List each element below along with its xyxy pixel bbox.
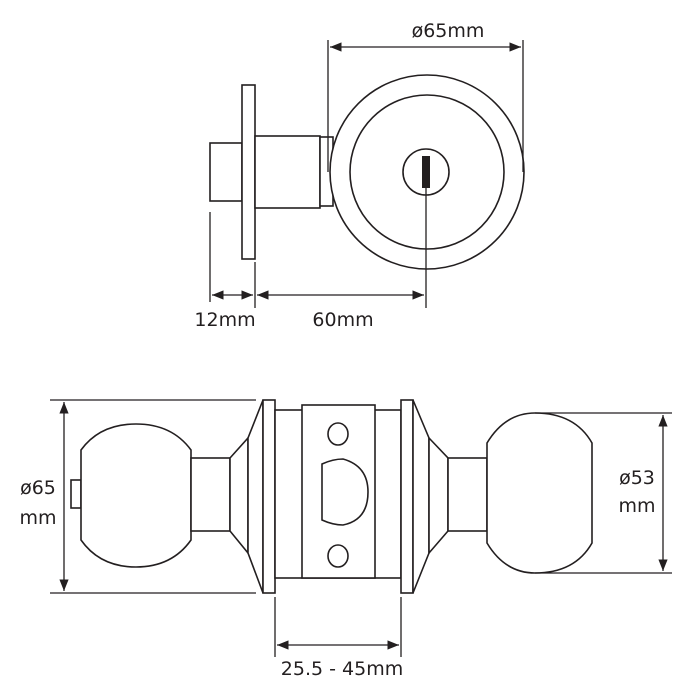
screw-hole-bottom <box>327 544 349 568</box>
right-knob-neck <box>447 457 488 532</box>
left-knob-neck <box>190 457 231 532</box>
latch-faceplate <box>301 404 376 579</box>
left-knob <box>80 423 192 568</box>
knob-circle <box>349 94 505 250</box>
latch-bolt-opening <box>321 458 369 526</box>
faceplate <box>241 84 256 260</box>
knob-diameter-label: ø53 <box>619 467 655 489</box>
left-cone-inner <box>229 435 249 556</box>
knob-diameter-unit: mm <box>618 495 655 517</box>
top-view-drawing: ø65mm 12mm 60mm <box>194 20 525 331</box>
screw-hole-top <box>327 422 349 446</box>
door-thickness-label: 25.5 - 45mm <box>281 658 403 680</box>
latch-bolt-end <box>209 142 243 202</box>
keyway-icon <box>422 156 430 188</box>
left-cone-outer <box>247 399 264 594</box>
right-cone-inner <box>428 435 449 556</box>
right-cone-outer <box>412 399 430 594</box>
rose-depth-label: 12mm <box>194 309 255 331</box>
rose-diameter-label: ø65 <box>20 477 56 499</box>
diameter-label: ø65mm <box>412 20 485 42</box>
rose-diameter-unit: mm <box>19 507 56 529</box>
turn-button <box>70 479 82 509</box>
backset-label: 60mm <box>312 309 373 331</box>
right-rose-plate <box>400 399 414 594</box>
left-rose-plate <box>262 399 276 594</box>
right-knob <box>486 412 593 574</box>
latch-body <box>254 135 321 209</box>
side-view-drawing: ø65 mm ø53 mm 25.5 - 45mm <box>19 399 672 680</box>
